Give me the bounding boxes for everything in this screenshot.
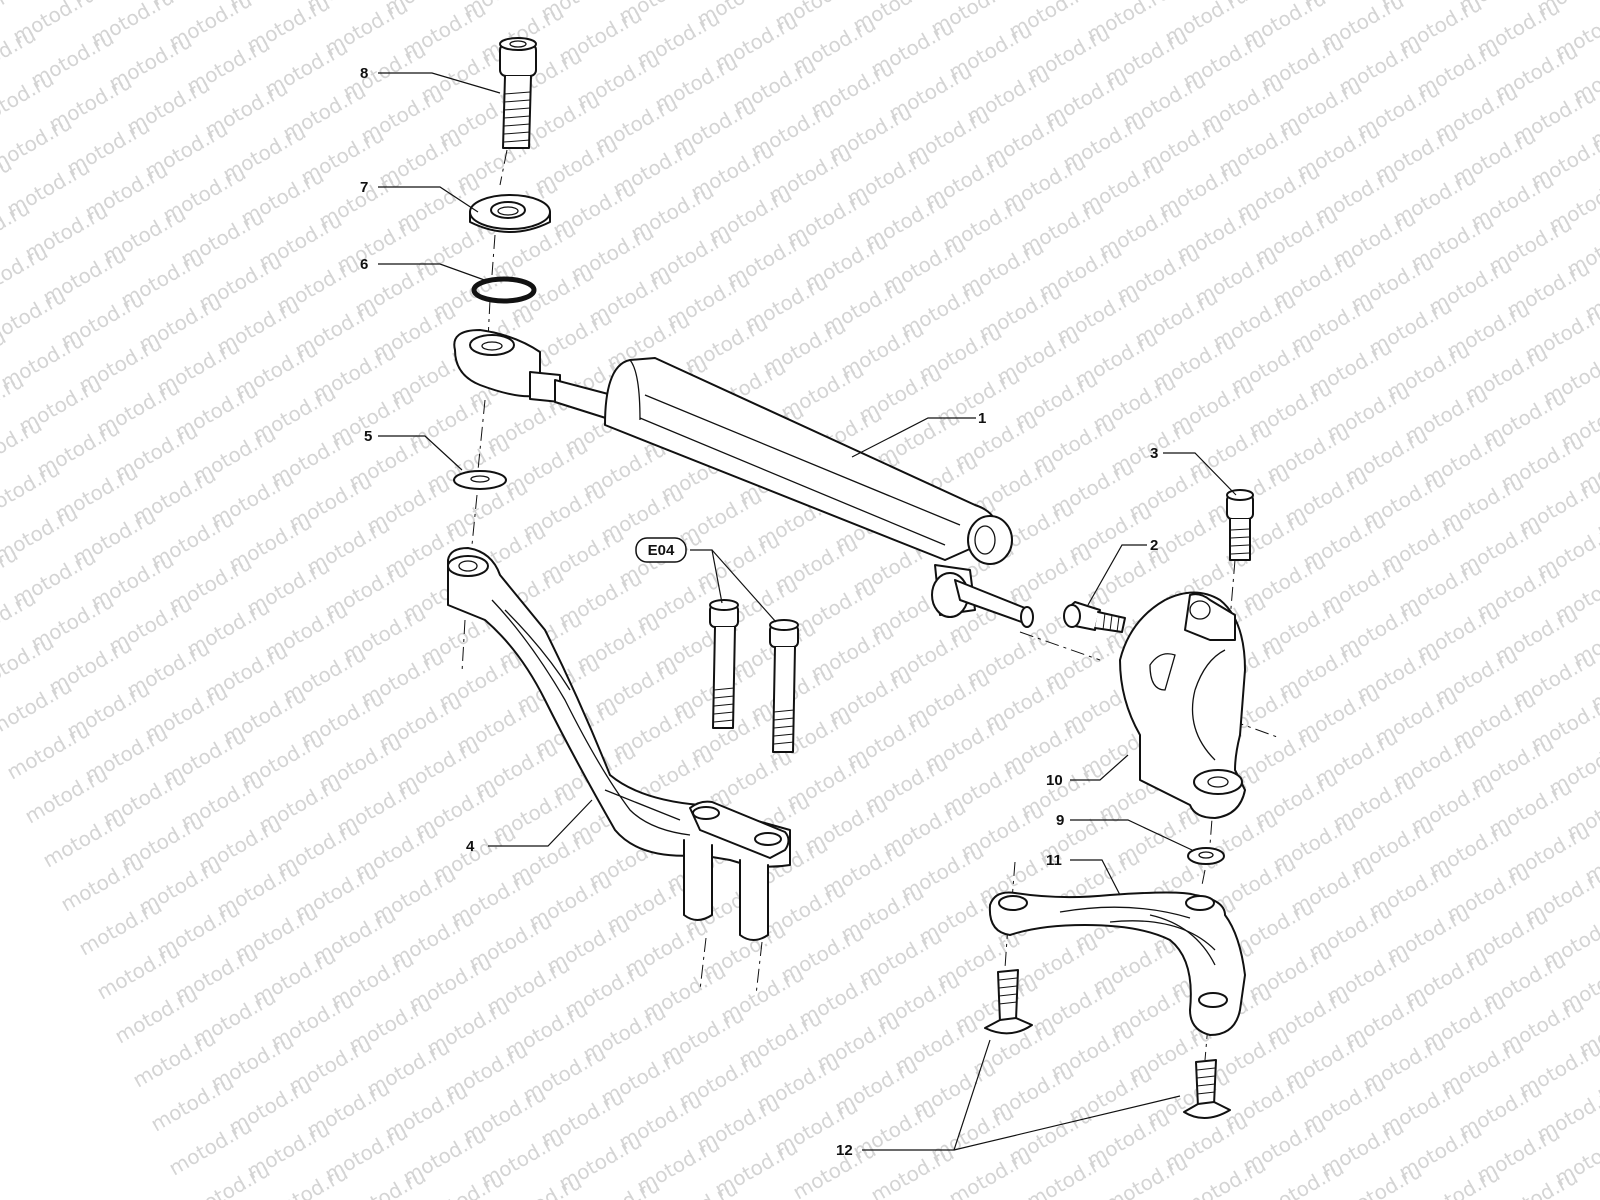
part-4-arm-bracket bbox=[447, 547, 791, 941]
part-11-lower-bracket bbox=[988, 891, 1246, 1036]
callout-2: 2 bbox=[1150, 537, 1158, 554]
part-9-washer bbox=[1187, 847, 1225, 865]
svg-text:E04: E04 bbox=[648, 542, 675, 559]
part-7-spacer bbox=[469, 194, 551, 233]
callout-1: 1 bbox=[978, 410, 986, 427]
reference-tag-e04: E04 bbox=[635, 537, 687, 563]
callout-11: 11 bbox=[1046, 852, 1062, 869]
part-12-screws bbox=[984, 969, 1231, 1119]
callout-labels: 1 2 3 4 5 6 7 8 9 10 11 12 E04 bbox=[360, 65, 1158, 1159]
part-8-bolt bbox=[499, 37, 537, 149]
callout-4: 4 bbox=[466, 838, 475, 855]
part-3-bolt bbox=[1226, 489, 1254, 561]
e04-bolts bbox=[709, 599, 799, 753]
callout-8: 8 bbox=[360, 65, 368, 82]
leader-lines bbox=[378, 72, 1237, 1151]
callout-5: 5 bbox=[364, 428, 372, 445]
callout-6: 6 bbox=[360, 256, 368, 273]
callout-7: 7 bbox=[360, 179, 368, 196]
part-1-steering-damper bbox=[453, 329, 1034, 628]
callout-12: 12 bbox=[836, 1142, 853, 1159]
part-6-o-ring bbox=[471, 276, 537, 304]
callout-10: 10 bbox=[1046, 772, 1063, 789]
part-2-bolt bbox=[1063, 601, 1126, 633]
part-10-clamp bbox=[1119, 591, 1246, 819]
callout-3: 3 bbox=[1150, 445, 1158, 462]
part-5-washer bbox=[453, 470, 507, 490]
callout-9: 9 bbox=[1056, 812, 1064, 829]
